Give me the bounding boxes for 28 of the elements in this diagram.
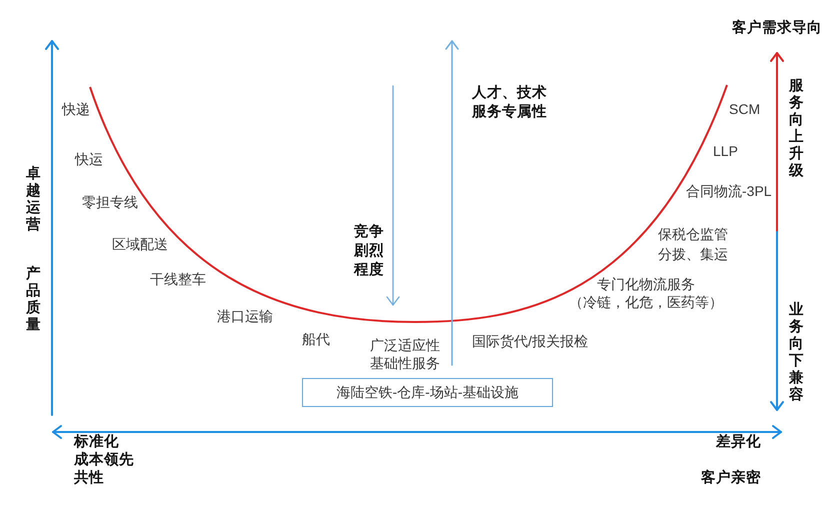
service-label: 零担专线 — [82, 194, 138, 211]
competition-label: 竞争剧烈程度 — [354, 223, 385, 280]
service-label: SCM — [729, 101, 760, 118]
service-label: LLP — [713, 143, 738, 160]
axis-label: 成本领先 — [74, 452, 134, 469]
axis-label: 卓越运营 — [26, 166, 42, 234]
service-label: 保税仓监管分拨、集运 — [658, 225, 729, 264]
direction-label: 业务向下兼容 — [789, 302, 805, 404]
service-label: 港口运输 — [217, 308, 273, 325]
axis-note: 人才、技术服务专属性 — [472, 84, 548, 122]
service-label: 区域配送 — [112, 236, 168, 253]
axis-label: 差异化 — [716, 434, 761, 451]
service-label: 船代 — [302, 331, 330, 348]
axis-label: 标准化 — [74, 434, 119, 451]
direction-label: 服务向上升级 — [789, 78, 805, 180]
service-label: 广泛适应性基础性服务 — [370, 336, 441, 372]
axis-label: 客户亲密 — [701, 470, 761, 487]
service-label: 专门化物流服务 — [597, 276, 695, 293]
infrastructure-box: 海陆空铁-仓库-场站-基础设施 — [302, 378, 553, 407]
service-note: （冷链，化危，医药等） — [569, 294, 723, 311]
axis-title: 客户需求导向 — [732, 20, 822, 37]
service-label: 合同物流-3PL — [686, 183, 772, 200]
axis-label: 共性 — [74, 470, 104, 487]
service-label: 快运 — [75, 151, 103, 168]
service-label: 干线整车 — [150, 271, 206, 288]
service-label: 快递 — [62, 101, 90, 118]
service-label: 国际货代/报关报检 — [472, 333, 588, 350]
axis-label: 产品质量 — [26, 266, 42, 334]
